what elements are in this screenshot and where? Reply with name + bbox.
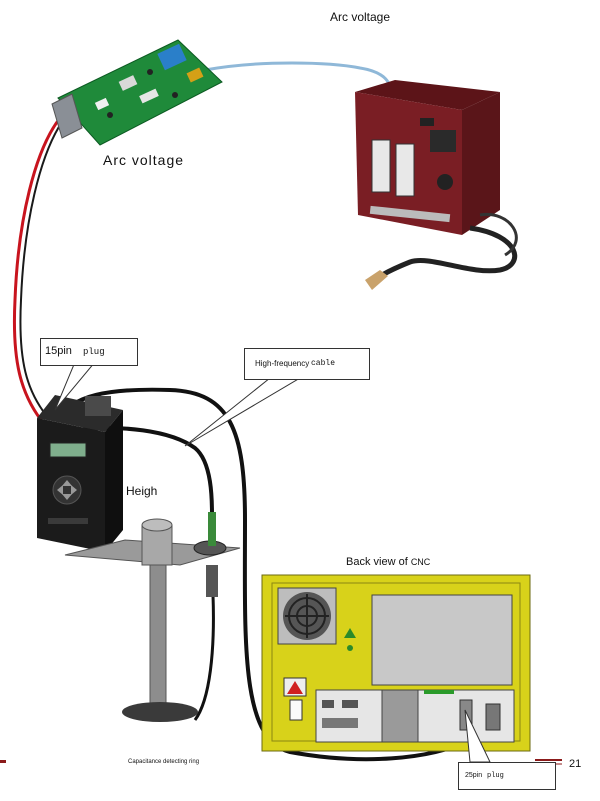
arc-voltage-board (51, 39, 223, 146)
cnc-cable (58, 387, 471, 762)
plug-25pin-label-b: plug (487, 772, 504, 780)
cnc-back-panel (261, 574, 531, 752)
torch-lifter-assembly (64, 512, 241, 722)
welding-torch-cable-2 (479, 213, 518, 257)
welding-power-source (355, 80, 500, 235)
welding-torch-cable (370, 225, 518, 284)
cnc-back-view-label-b: CNC (410, 557, 431, 567)
plug-25pin-label: 25pin (465, 772, 483, 779)
power-wire-red (12, 117, 62, 426)
height-controller-label: Heigh (126, 484, 158, 498)
plug-15pin-label: 15pin (45, 345, 72, 357)
hf-cable-label: High-frequency (255, 359, 310, 368)
plug-25pin-callout: 25pin plug (458, 762, 556, 790)
power-wire-black (19, 121, 63, 421)
plug-15pin-label-b: plug (83, 347, 105, 357)
page-number: 21 (569, 758, 582, 770)
height-controller (37, 395, 123, 552)
hf-cable-label-b: cable (311, 359, 336, 368)
footer-mark-left (0, 760, 6, 763)
cnc-back-view-label: Back view of CNC (346, 556, 430, 568)
hf-cable-callout: High-frequency cable (244, 348, 370, 380)
arc-voltage-top-label: Arc voltage (330, 10, 391, 24)
capacitance-ring-label: Capacitance detecting ring (128, 759, 200, 765)
plug-15pin-callout: 15pin plug (40, 338, 138, 366)
cnc-back-view-label-a: Back view of (346, 556, 408, 568)
welding-torch (365, 270, 388, 290)
arc-voltage-mid-label: Arc voltage (103, 152, 185, 168)
hf-cable-callout-pointer (184, 377, 302, 447)
ring-cable (193, 594, 215, 721)
